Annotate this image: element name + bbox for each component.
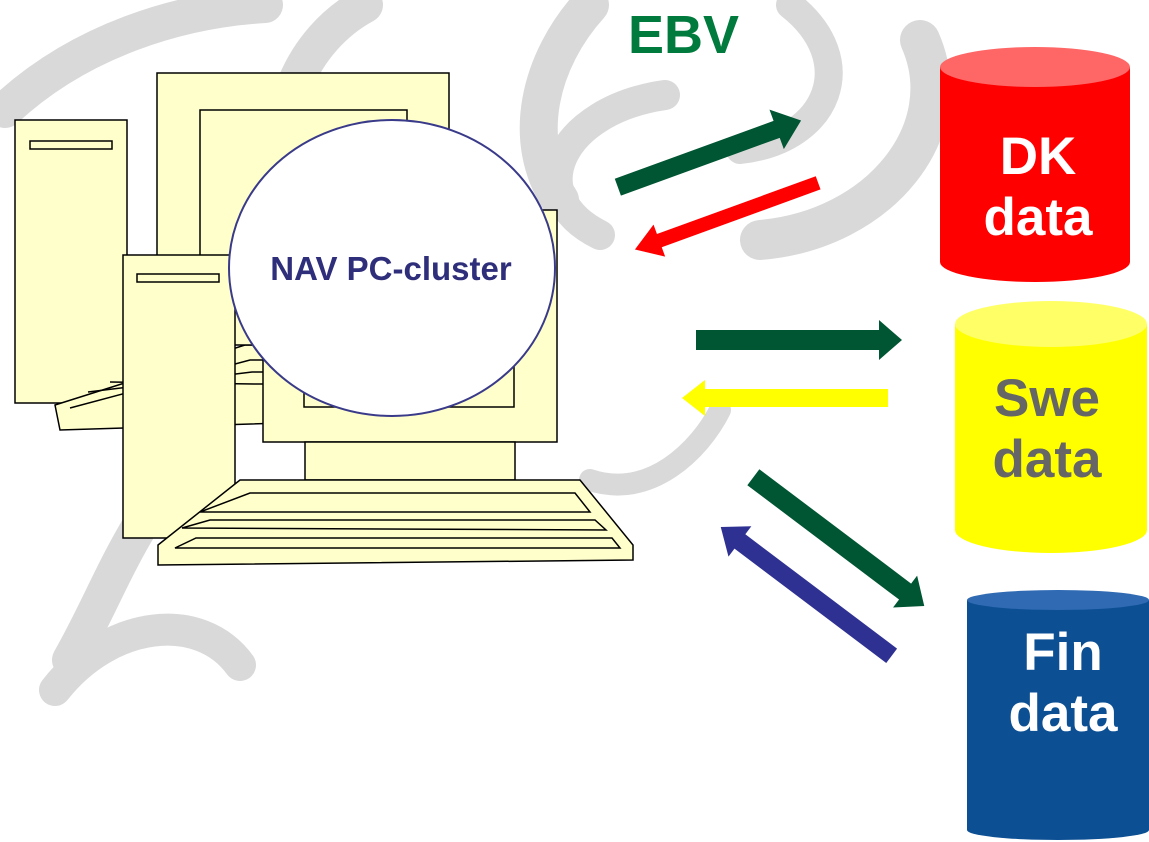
computer-tower-back (14, 119, 128, 404)
diagram-title: EBV (628, 5, 740, 65)
database-dk-label: DK data (948, 126, 1128, 248)
database-dk-suffix: data (983, 188, 1093, 247)
database-swe-name: Swe (993, 369, 1101, 428)
database-swe-label: Swe data (952, 368, 1142, 490)
cluster-label: NAV PC-cluster (270, 250, 512, 287)
database-fin-label: Fin data (972, 622, 1149, 744)
arrow-from-fin (720, 526, 898, 663)
arrow-to-dk (614, 109, 802, 196)
database-fin-name: Fin (1023, 623, 1103, 682)
database-dk-name: DK (999, 127, 1077, 186)
computer-tower-front (122, 254, 236, 539)
database-swe-suffix: data (992, 430, 1102, 489)
database-swe (955, 301, 1147, 553)
database-fin (967, 590, 1149, 840)
database-fin-suffix: data (1008, 684, 1118, 743)
keyboard-front (157, 479, 634, 566)
arrow-to-swe (696, 320, 902, 360)
database-dk (940, 47, 1130, 282)
arrow-from-swe (682, 380, 888, 416)
arrow-from-dk (634, 176, 821, 257)
arrow-to-fin (747, 469, 925, 608)
cluster-ellipse (228, 119, 556, 417)
